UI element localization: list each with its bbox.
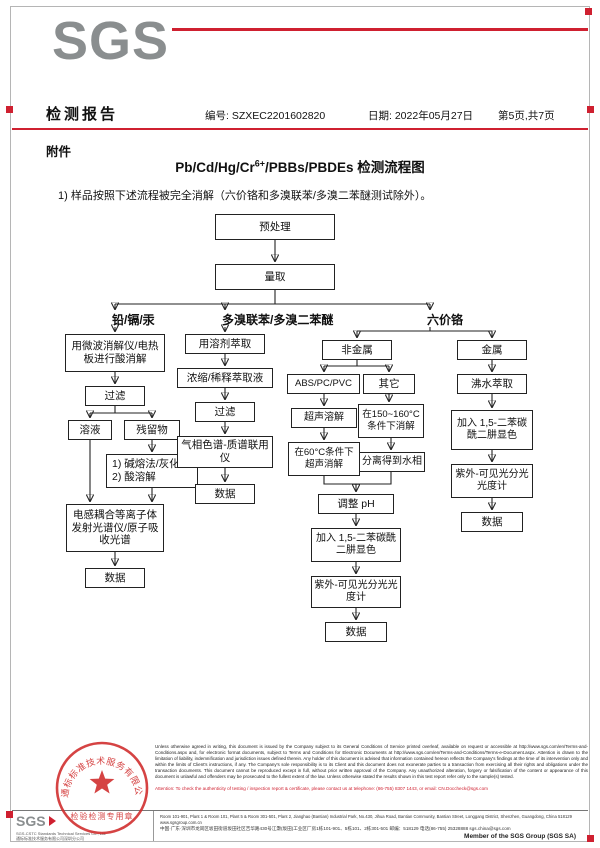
flow-node-filter-1: 过滤 <box>85 386 145 406</box>
attention-text: Attention: To check the authenticity of … <box>155 786 488 791</box>
flow-node-uv-vis-right: 紫外-可见光分光光度计 <box>451 464 533 498</box>
flow-node-ultrasonic-dissolve: 超声溶解 <box>291 408 357 428</box>
sgs-group-member-text: Member of the SGS Group (SGS SA) <box>464 833 576 840</box>
flow-node-solvent-extraction: 用溶剂萃取 <box>185 334 265 354</box>
report-title: 检测报告 <box>46 106 119 123</box>
report-number: 编号: SZXEC2201602820 <box>205 110 326 122</box>
flow-node-add-reagent-right: 加入 1,5-二苯碳酰二肼显色 <box>451 410 533 450</box>
flow-node-digest-150-160: 在150~160°C条件下消解 <box>358 404 424 438</box>
header-red-rule <box>172 28 588 31</box>
flow-node-boiling-water-extraction: 沸水萃取 <box>457 374 527 394</box>
crop-mark-icon <box>587 106 594 113</box>
crop-mark-icon <box>6 106 13 113</box>
flow-node-abs-pc-pvc: ABS/PC/PVC <box>287 374 360 394</box>
page-border <box>10 6 590 842</box>
terms-and-conditions-text: Unless otherwise agreed in writing, this… <box>155 744 589 779</box>
report-date: 日期: 2022年05月27日 <box>368 110 474 122</box>
attachment-label: 附件 <box>46 145 72 159</box>
flow-node-nonmetal: 非金属 <box>322 340 392 360</box>
flowchart-connectors <box>40 240 560 648</box>
flowchart-title: Pb/Cd/Hg/Cr6+/PBBs/PBDEs 检测流程图 <box>175 158 425 176</box>
flow-node-gcms: 气相色谱-质谱联用仪 <box>177 436 273 468</box>
header-divider <box>12 128 588 130</box>
sgs-mini-logo: SGS <box>16 813 46 829</box>
flow-node-separate-aqueous: 分离得到水相 <box>359 452 425 472</box>
page-indicator: 第5页,共7页 <box>498 110 555 122</box>
flow-node-data-3: 数据 <box>325 622 387 642</box>
flow-node-ultrasonic-digest-60: 在60°C条件下超声消解 <box>288 442 360 476</box>
branch-label-pbb-pbde: 多溴联苯/多溴二苯醚 <box>222 313 334 327</box>
branch-label-pb-cd-hg: 铅/镉/汞 <box>112 313 155 327</box>
company-name-cn: 通标标准技术服务有限公司深圳分公司 <box>16 836 84 842</box>
footer: SGS SGS-CSTC Standards Technical Service… <box>12 810 588 841</box>
company-seal: 通标标准技术服务有限公司深圳分公司 检验检测专用章 <box>42 733 149 835</box>
sgs-logo: SGS <box>52 11 170 71</box>
company-name-en: SGS-CSTC Standards Technical Services Co… <box>16 831 107 836</box>
flow-node-adjust-ph: 调整 pH <box>318 494 394 514</box>
flow-node-uv-vis-mid: 紫外-可见光分光光度计 <box>311 576 401 608</box>
branch-label-cr6: 六价铬 <box>427 313 464 327</box>
note-text: 1) 样品按照下述流程被完全消解（六价铬和多溴联苯/多溴二苯醚测试除外）。 <box>58 190 432 202</box>
sgs-triangle-icon <box>48 816 56 826</box>
flow-node-icp-aas: 电感耦合等离子体发射光谱仪/原子吸收光谱 <box>66 504 164 552</box>
crop-mark-icon <box>587 835 594 842</box>
flow-node-measure: 量取 <box>215 264 335 290</box>
flow-node-acid-digestion: 用微波消解仪/电热板进行酸消解 <box>65 334 165 372</box>
alkali-step-1: 1) 碱熔法/灰化 <box>112 458 180 470</box>
footer-company-block: SGS SGS-CSTC Standards Technical Service… <box>12 811 154 841</box>
address-english: Room 101-901, Plant 1 & Room 101, Plant … <box>160 814 572 825</box>
flow-node-concentrate: 浓缩/稀释萃取液 <box>177 368 273 388</box>
flow-node-solution: 溶液 <box>68 420 112 440</box>
seal-center-label: 检验检测专用章 <box>71 811 134 821</box>
flow-node-metal: 金属 <box>457 340 527 360</box>
crop-mark-icon <box>585 8 592 15</box>
alkali-step-2: 2) 酸溶解 <box>112 470 156 483</box>
seal-star-icon <box>89 770 115 794</box>
flow-node-filter-2: 过滤 <box>195 402 255 422</box>
flow-node-data-1: 数据 <box>85 568 145 588</box>
flow-node-alkali-fusion: 1) 碱熔法/灰化 2) 酸溶解 <box>106 454 198 488</box>
flow-node-residue: 残留物 <box>124 420 180 440</box>
process-flowchart: 预处理 量取 铅/镉/汞 多溴联苯/多溴二苯醚 六价铬 用微波消解仪/电热板进行… <box>40 212 560 648</box>
flow-node-data-2: 数据 <box>195 484 255 504</box>
flow-node-add-reagent-mid: 加入 1,5-二苯碳酰二肼显色 <box>311 528 401 562</box>
address-chinese: 中国·广东·深圳市龙岗区坂田街道坂田社区吉华路430号江灏(坂田)工业区厂房1栋… <box>160 825 511 831</box>
crop-mark-icon <box>6 811 13 818</box>
flow-node-data-4: 数据 <box>461 512 523 532</box>
flow-node-other: 其它 <box>363 374 415 394</box>
flow-node-pretreatment: 预处理 <box>215 214 335 240</box>
footer-address-block: Room 101-901, Plant 1 & Room 101, Plant … <box>154 811 588 841</box>
